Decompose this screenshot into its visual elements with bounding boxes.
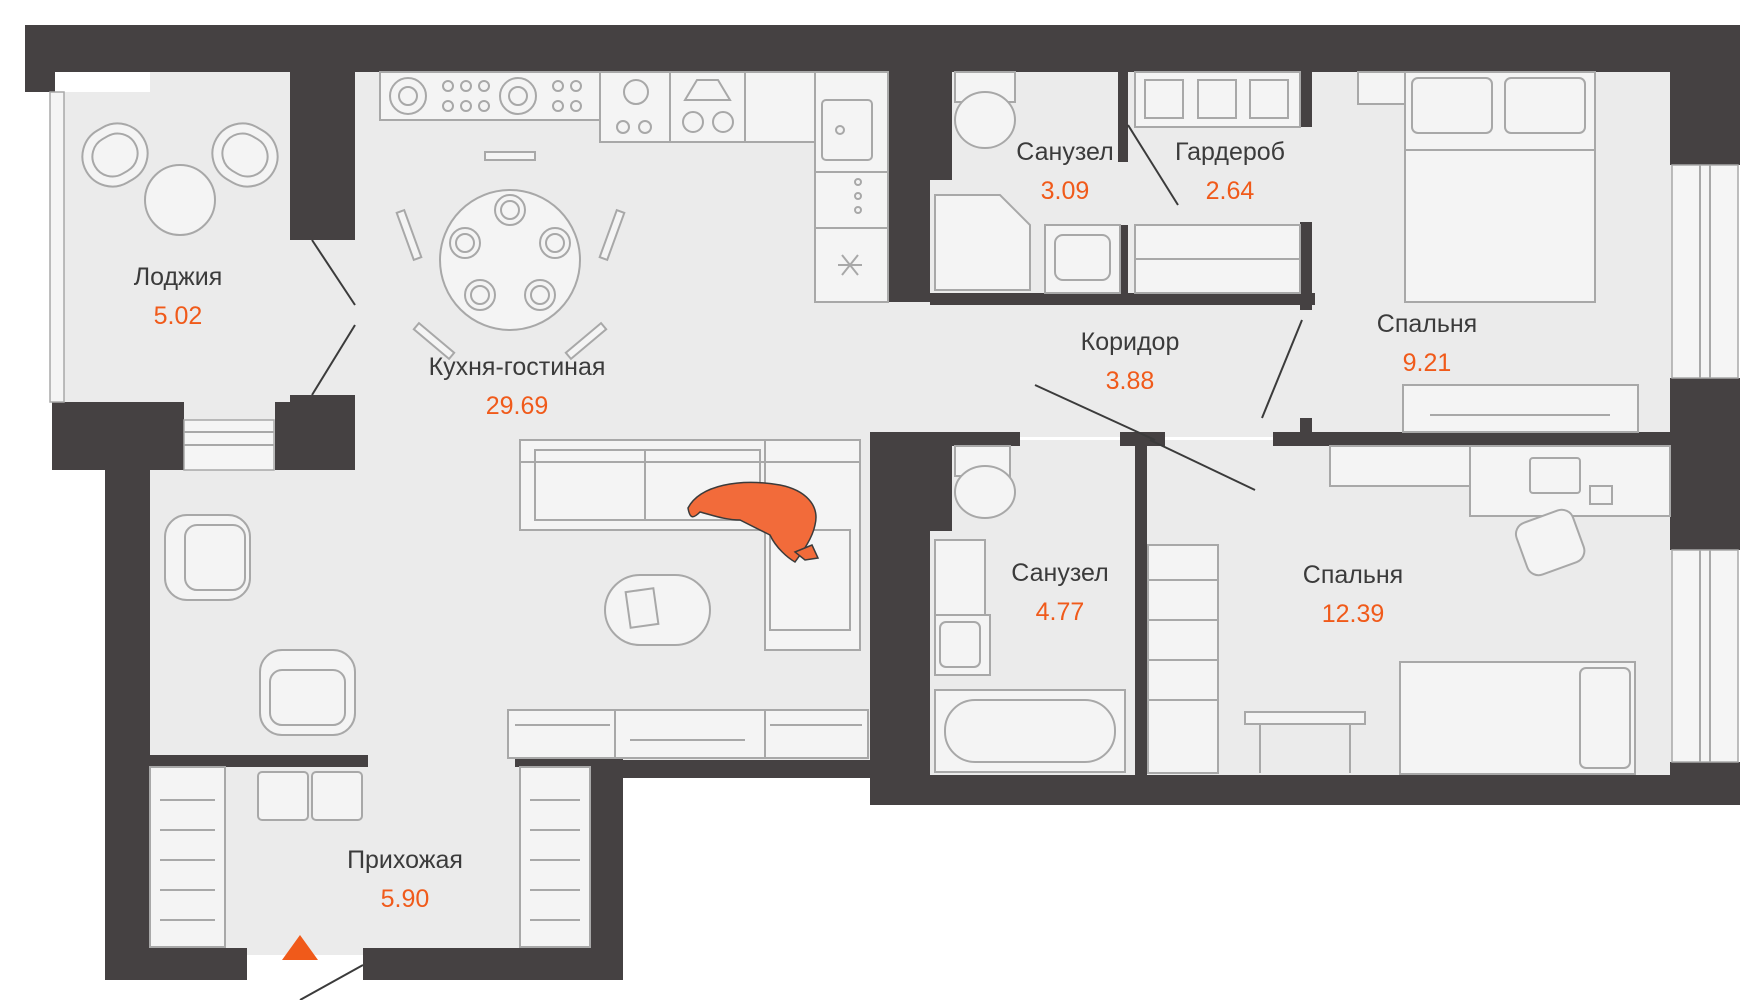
door-corridor bbox=[1034, 384, 1156, 441]
doors bbox=[299, 124, 1303, 1000]
room-name-bathroom-2: Санузел bbox=[1011, 559, 1108, 587]
room-name-loggia: Лоджия bbox=[134, 263, 223, 291]
bedroom-2-furniture bbox=[1147, 445, 1671, 775]
windows bbox=[49, 91, 1739, 763]
walls bbox=[25, 25, 1740, 980]
cat-icon bbox=[687, 481, 820, 563]
room-area-bedroom-1: 9.21 bbox=[1403, 349, 1452, 377]
window-bedroom-1 bbox=[1671, 164, 1739, 379]
door-loggia-top bbox=[311, 239, 356, 306]
hallway-furniture bbox=[149, 766, 591, 948]
window-loggia bbox=[49, 91, 65, 403]
dining-table bbox=[395, 151, 626, 361]
bedroom-1-furniture bbox=[1357, 71, 1639, 433]
room-name-corridor: Коридор bbox=[1081, 328, 1180, 356]
door-entrance bbox=[299, 964, 364, 1000]
entrance-arrow-icon bbox=[282, 935, 318, 960]
room-name-bedroom-1: Спальня bbox=[1377, 310, 1477, 338]
armchairs bbox=[164, 514, 356, 736]
kitchen-counter bbox=[379, 71, 889, 303]
room-area-loggia: 5.02 bbox=[154, 302, 203, 330]
door-bedroom-2 bbox=[1149, 439, 1256, 491]
door-bedroom-1 bbox=[1261, 319, 1303, 419]
coffee-table bbox=[604, 574, 711, 646]
room-name-wardrobe: Гардероб bbox=[1175, 138, 1285, 166]
loggia-furniture bbox=[81, 122, 279, 236]
room-area-hallway: 5.90 bbox=[381, 885, 430, 913]
room-area-kitchen-living: 29.69 bbox=[486, 392, 549, 420]
room-name-bedroom-2: Спальня bbox=[1303, 561, 1403, 589]
room-area-bedroom-2: 12.39 bbox=[1322, 600, 1385, 628]
room-name-kitchen-living: Кухня-гостиная bbox=[429, 353, 606, 381]
room-area-bathroom-1: 3.09 bbox=[1041, 177, 1090, 205]
door-loggia-bottom bbox=[311, 324, 356, 396]
bathroom-2-fixtures bbox=[934, 445, 1126, 773]
room-name-hallway: Прихожая bbox=[347, 846, 463, 874]
bathroom-1-fixtures bbox=[934, 71, 1121, 294]
room-area-wardrobe: 2.64 bbox=[1206, 177, 1255, 205]
room-labels: Лоджия 5.02 Кухня-гостиная 29.69 Санузел… bbox=[134, 138, 1478, 913]
room-area-corridor: 3.88 bbox=[1106, 367, 1155, 395]
tv-console bbox=[507, 709, 869, 759]
room-area-bathroom-2: 4.77 bbox=[1036, 598, 1085, 626]
door-wardrobe bbox=[1127, 124, 1179, 206]
wardrobe-furniture bbox=[1134, 71, 1301, 294]
window-bedroom-2 bbox=[1671, 549, 1739, 763]
room-name-bathroom-1: Санузел bbox=[1016, 138, 1113, 166]
